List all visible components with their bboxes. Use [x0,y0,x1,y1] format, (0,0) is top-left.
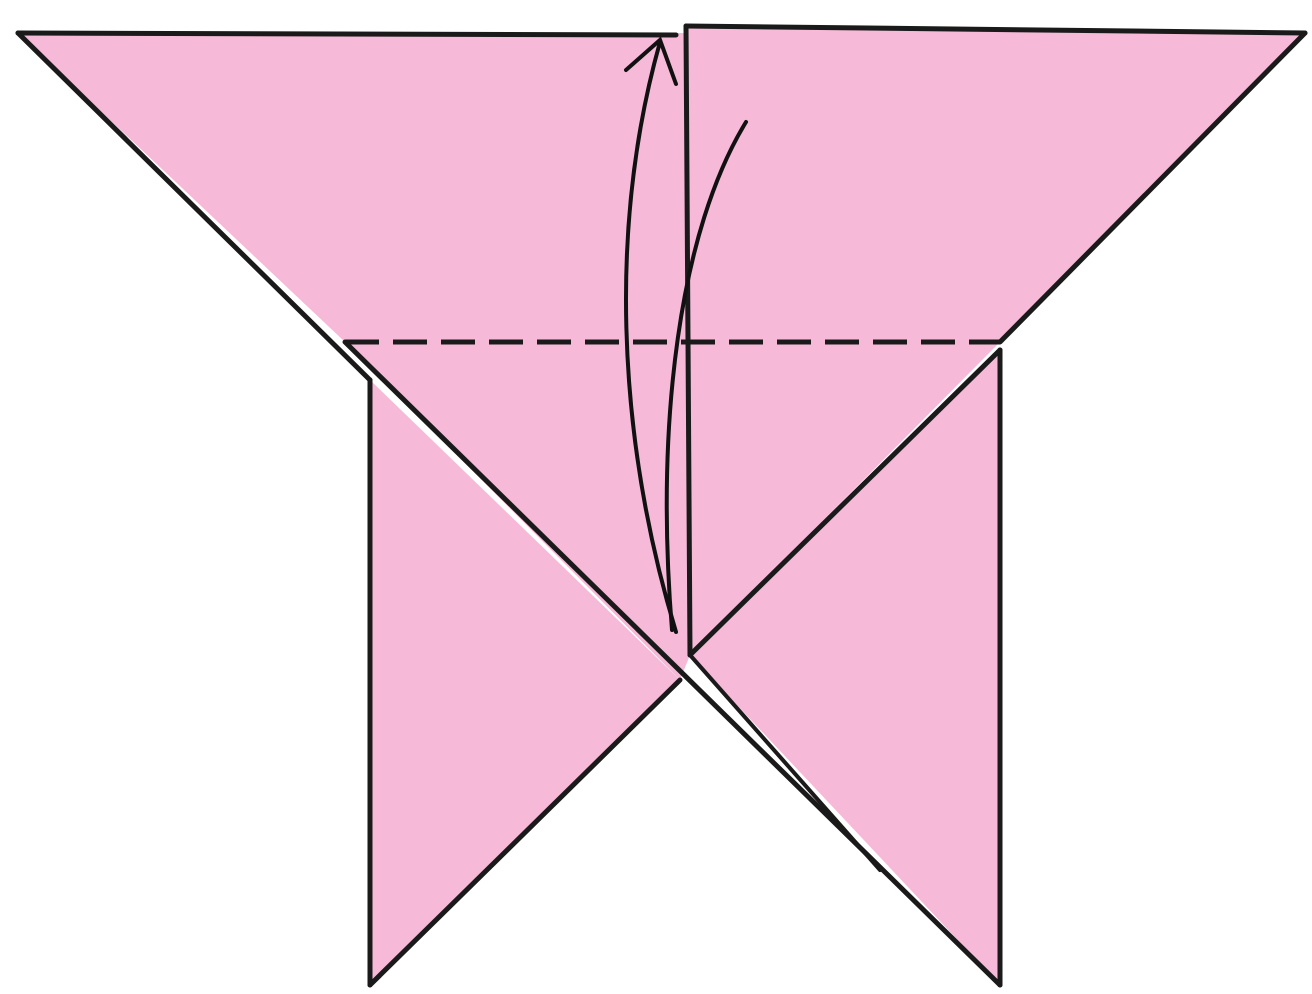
upper-right-wing [686,26,1305,342]
upper-wings [18,26,1305,342]
top-edge [18,33,676,35]
upper-left-wing [18,33,686,342]
